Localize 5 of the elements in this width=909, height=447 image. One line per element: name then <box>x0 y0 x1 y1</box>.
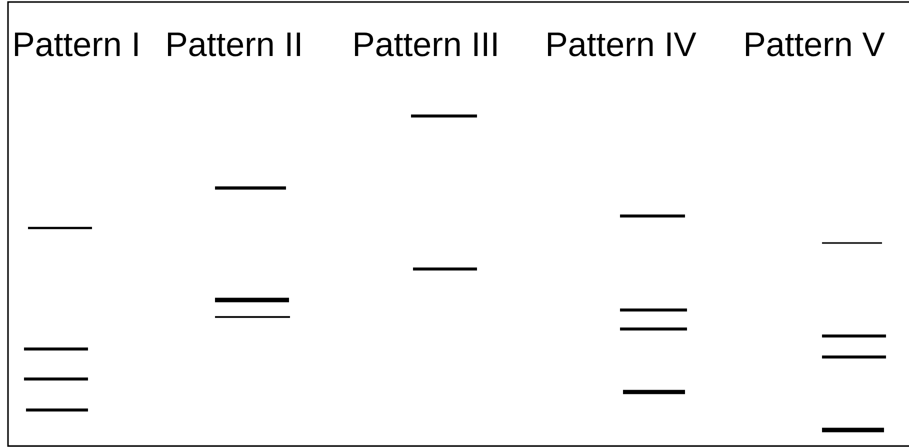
column-heading: Pattern I <box>15 32 138 56</box>
column-heading: Pattern V <box>746 32 885 56</box>
column-heading: Pattern IV <box>548 32 696 56</box>
column-heading: Pattern III <box>355 32 496 56</box>
column-heading: Pattern II <box>168 32 300 56</box>
